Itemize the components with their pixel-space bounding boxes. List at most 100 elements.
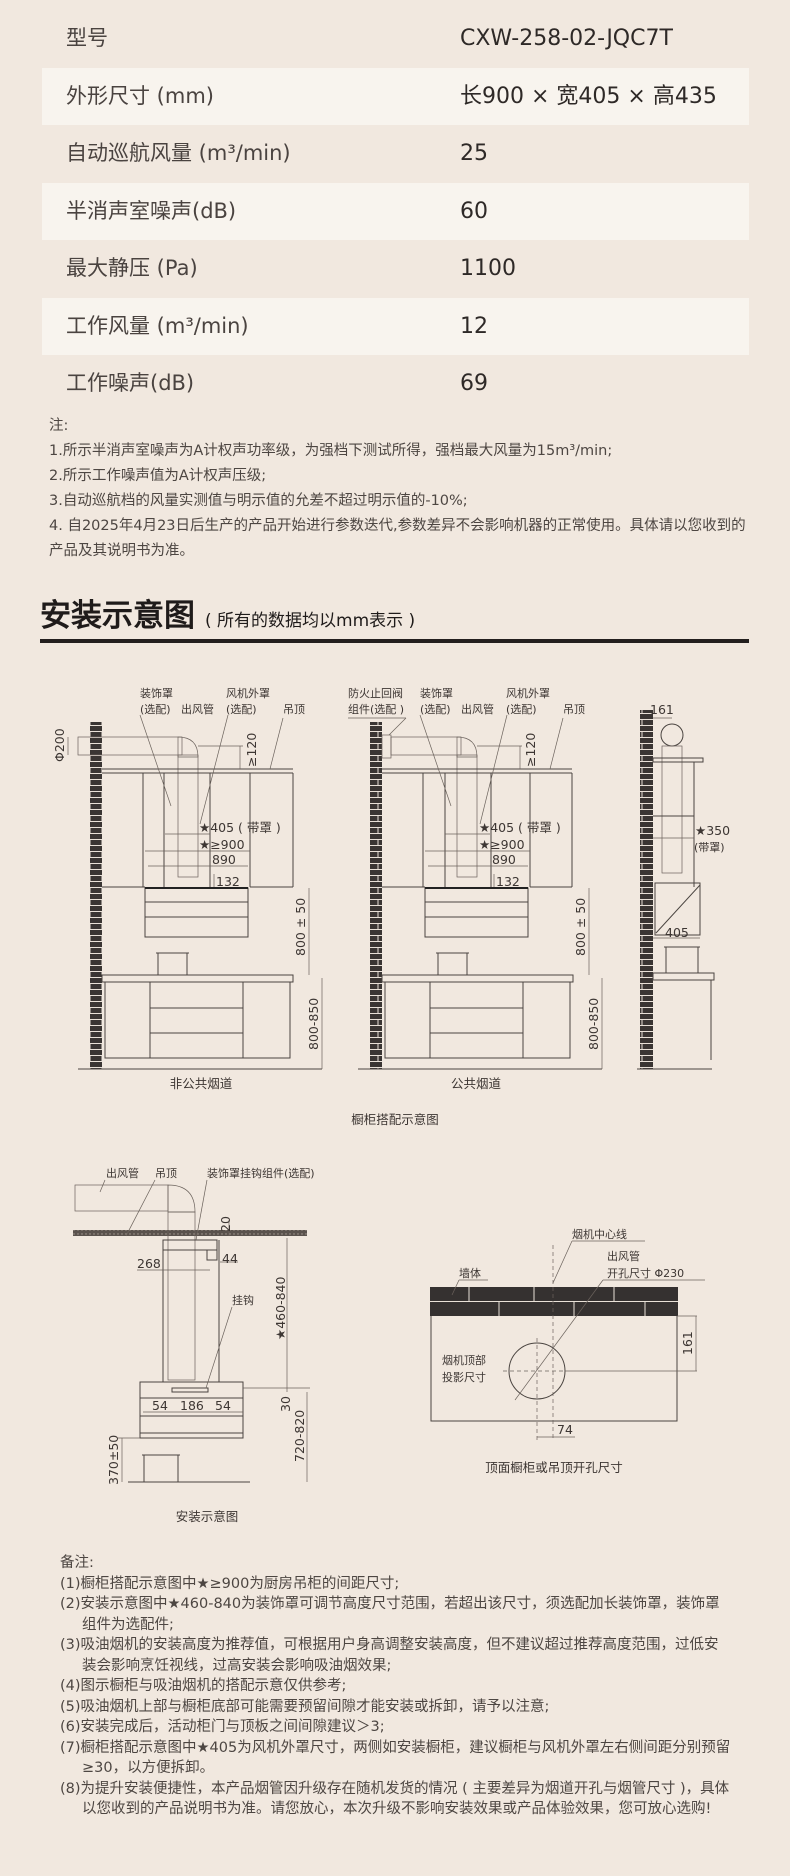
spec-value: 69 <box>460 371 488 396</box>
pot <box>437 952 468 976</box>
dim-74: 74 <box>557 1422 573 1437</box>
caption-cabinet-diagram: 橱柜搭配示意图 <box>351 1112 439 1127</box>
label-fan-cover: 风机外罩 <box>226 686 270 700</box>
dim-186: 186 <box>180 1398 204 1413</box>
exhaust-duct <box>390 736 462 756</box>
spec-label: 最大静压 (Pa) <box>66 256 198 280</box>
diagram-non-public-flue: 装饰罩 (选配) 出风管 风机外罩 (选配) 吊顶 Φ200 ≥120 ★405… <box>52 686 323 1091</box>
brick-wall <box>370 722 382 1069</box>
label-cover: 装饰罩 <box>140 686 173 700</box>
dim-720-820: 720-820 <box>292 1410 307 1462</box>
spec-row-static-pressure: 最大静压 (Pa) 1100 <box>42 240 749 297</box>
label-duct: 出风管 <box>181 702 214 716</box>
label-duct: 出风管 <box>106 1166 139 1180</box>
spec-label: 自动巡航风量 (m³/min) <box>66 141 291 165</box>
spec-row-cruise-airflow: 自动巡航风量 (m³/min) 25 <box>42 125 749 182</box>
dim-cabinet-gap: ★≥900 <box>479 837 525 852</box>
remark-item: (6)安装完成后，活动柜门与顶板之间间隙建议＞3; <box>60 1719 385 1735</box>
spec-notes: 注: 1.所示半消声室噪声为A计权声功率级，为强档下测试所得，强档最大风量为15… <box>49 414 749 564</box>
dim-width-cover: ★405 ( 带罩 ) <box>199 820 281 835</box>
pot <box>143 1454 179 1483</box>
label-cover-optional: (选配) <box>140 703 171 716</box>
dim-phi200: Φ200 <box>52 728 67 762</box>
notes-title: 注: <box>49 418 69 434</box>
remarks-title: 备注: <box>60 1555 94 1571</box>
diagram-install: 出风管 吊顶 装饰罩挂钩组件(选配) 挂钩 20 44 268 ★460-840… <box>73 1166 315 1524</box>
label-duct: 出风管 <box>461 702 494 716</box>
dim-44: 44 <box>222 1251 238 1266</box>
caption-non-public-flue: 非公共烟道 <box>170 1076 233 1091</box>
spec-label: 工作噪声(dB) <box>66 371 195 395</box>
spec-value: 25 <box>460 141 488 166</box>
diagram-hole-size: 烟机中心线 出风管 开孔尺寸 Φ230 墙体 烟机顶部 投影尺寸 161 74 … <box>430 1227 705 1475</box>
label-fan-cover: 风机外罩 <box>506 686 550 700</box>
remarks: 备注: (1)橱柜搭配示意图中★≥900为厨房吊柜的间距尺寸; (2)安装示意图… <box>60 1553 732 1820</box>
pot <box>665 946 699 974</box>
base-cabinet <box>384 981 571 1059</box>
brick-wall <box>640 710 653 1069</box>
dim-30: 30 <box>278 1396 293 1412</box>
dim-install-height: 800 ± 50 <box>573 898 588 956</box>
spec-value: 12 <box>460 314 488 339</box>
exhaust-duct <box>661 745 683 874</box>
dim-405: 405 <box>665 925 689 940</box>
section-title: 安装示意图 ( 所有的数据均以mm表示 ) <box>40 590 415 635</box>
label-ceiling: 吊顶 <box>155 1167 177 1180</box>
spec-row-anechoic-noise: 半消声室噪声(dB)60 <box>42 183 749 240</box>
dim-hood-width: 890 <box>492 852 516 867</box>
label-fan-cover-optional: (选配) <box>506 703 537 716</box>
spec-value: 1100 <box>460 256 516 281</box>
spec-value: CXW-258-02-JQC7T <box>460 26 673 51</box>
diagram-public-flue: 防火止回阀 组件(选配 ) 装饰罩 (选配) 出风管 风机外罩 (选配) 吊顶 … <box>348 686 603 1091</box>
pot <box>157 952 188 976</box>
dim-161: 161 <box>680 1331 695 1355</box>
dim-adjust-range: ★460-840 <box>273 1277 288 1340</box>
section-title-text: 安装示意图 <box>40 598 195 634</box>
dim-370: 370±50 <box>106 1435 121 1485</box>
section-divider <box>40 639 749 643</box>
fire-check-valve <box>381 734 392 759</box>
dim-132: 132 <box>216 874 240 889</box>
dim-54-left: 54 <box>152 1398 168 1413</box>
dim-350-note: (带罩) <box>694 841 725 854</box>
ceiling-slab <box>73 1230 307 1236</box>
range-hood <box>424 887 529 938</box>
dim-counter-height: 800-850 <box>306 998 321 1050</box>
label-duct: 出风管 <box>607 1249 640 1263</box>
dim-width-cover: ★405 ( 带罩 ) <box>479 820 561 835</box>
note-item: 3.自动巡航档的风量实测值与明示值的允差不超过明示值的-10%; <box>49 493 468 509</box>
caption-install-diagram: 安装示意图 <box>176 1509 239 1524</box>
remark-item: (7)橱柜搭配示意图中★405为风机外罩尺寸，两侧如安装橱柜，建议橱柜与风机外罩… <box>60 1739 731 1777</box>
spec-label: 外形尺寸 (mm) <box>66 84 214 108</box>
remark-item: (3)吸油烟机的安装高度为推荐值，可根据用户身高调整安装高度，但不建议超过推荐高… <box>60 1637 719 1674</box>
range-hood <box>144 887 249 938</box>
dim-install-height: 800 ± 50 <box>293 898 308 956</box>
section-subtitle: ( 所有的数据均以mm表示 ) <box>205 611 416 631</box>
range-hood <box>654 882 701 936</box>
dim-20: 20 <box>218 1216 233 1232</box>
remark-item: (5)吸油烟机上部与橱柜底部可能需要预留间隙才能安装或拆卸，请予以注意; <box>60 1698 550 1715</box>
label-projection-2: 投影尺寸 <box>442 1370 486 1384</box>
note-item: 1.所示半消声室噪声为A计权声功率级，为强档下测试所得，强档最大风量为15m³/… <box>49 443 613 459</box>
dim-350: ★350 <box>695 823 730 838</box>
dim-132: 132 <box>496 874 520 889</box>
label-wall: 墙体 <box>459 1266 481 1280</box>
brick-wall <box>90 722 102 1069</box>
exhaust-duct <box>74 1184 169 1212</box>
dim-gap120: ≥120 <box>523 733 538 767</box>
label-cover-optional: (选配) <box>420 703 451 716</box>
label-cover: 装饰罩 <box>420 686 453 700</box>
label-fan-cover-optional: (选配) <box>226 703 257 716</box>
installation-diagrams: 装饰罩 (选配) 出风管 风机外罩 (选配) 吊顶 Φ200 ≥120 ★405… <box>52 686 730 1524</box>
remark-item: (2)安装示意图中★460-840为装饰罩可调节高度尺寸范围，若超出该尺寸，须选… <box>60 1596 720 1633</box>
note-item: 2.所示工作噪声值为A计权声压级; <box>49 468 267 484</box>
dim-counter-height: 800-850 <box>586 998 601 1050</box>
label-ceiling: 吊顶 <box>283 703 305 716</box>
label-projection-1: 烟机顶部 <box>442 1353 486 1367</box>
dim-54-right: 54 <box>215 1398 231 1413</box>
label-center-line: 烟机中心线 <box>572 1227 627 1241</box>
spec-label: 半消声室噪声(dB) <box>66 199 237 223</box>
label-valve: 防火止回阀 <box>348 686 403 700</box>
spec-row-working-airflow: 工作风量 (m³/min)12 <box>42 298 749 355</box>
